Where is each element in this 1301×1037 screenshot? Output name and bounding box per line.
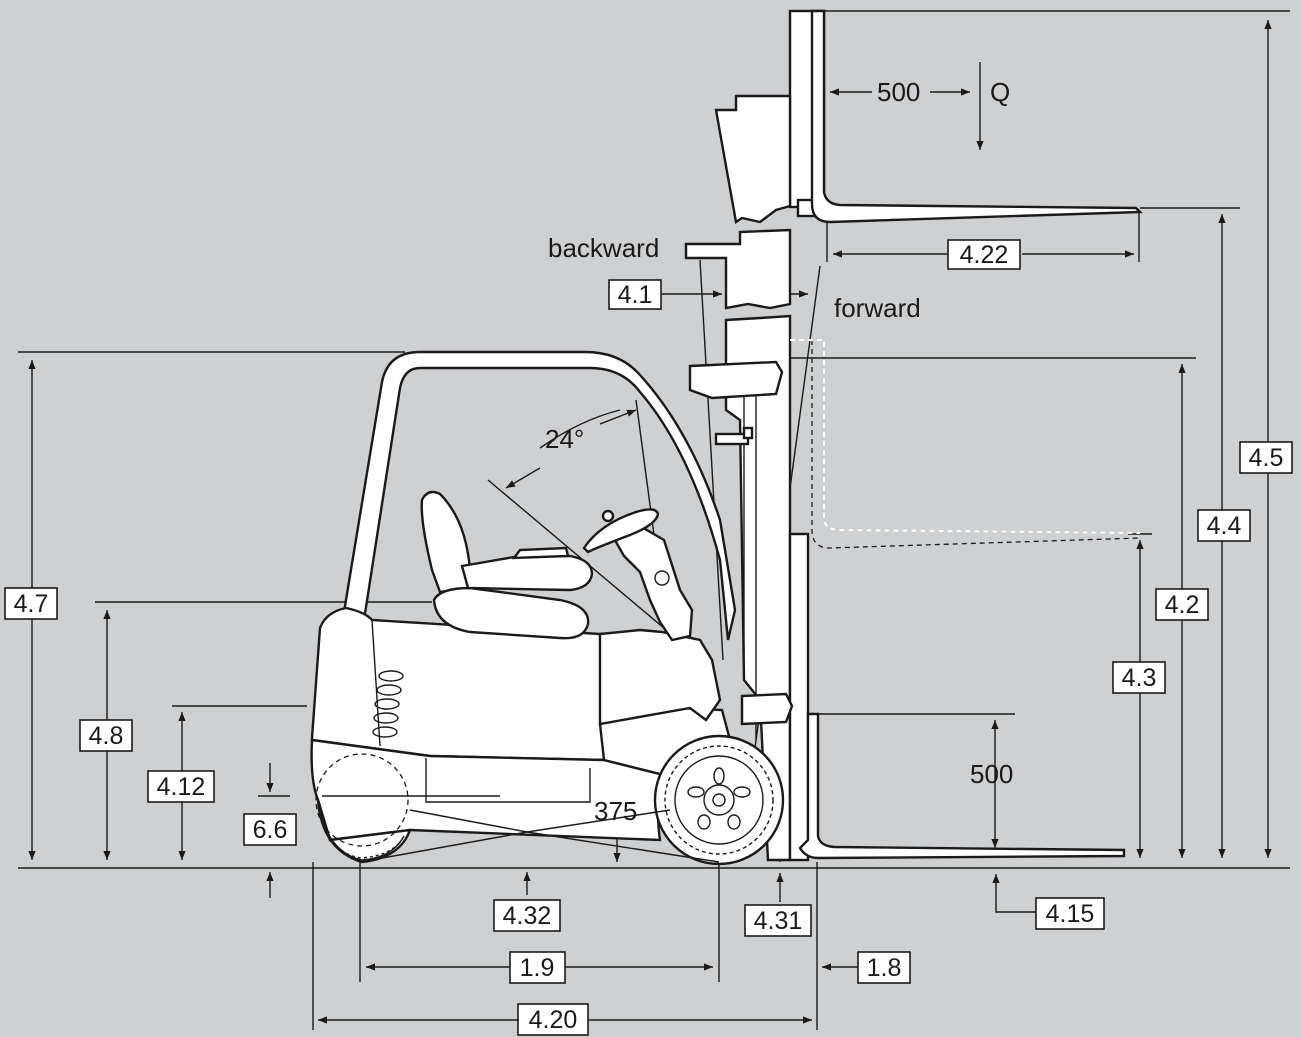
- svg-text:4.12: 4.12: [157, 773, 206, 801]
- front-wheel: [653, 734, 785, 866]
- box-4-22: 4.22: [947, 239, 1021, 270]
- box-4-2: 4.2: [1155, 588, 1209, 621]
- svg-text:4.1: 4.1: [618, 281, 653, 309]
- svg-text:4.2: 4.2: [1165, 591, 1200, 619]
- forward-label: forward: [834, 293, 921, 323]
- box-4-12: 4.12: [147, 770, 215, 803]
- load-distance-label: 500: [877, 77, 920, 107]
- svg-text:4.8: 4.8: [89, 722, 124, 750]
- box-4-4: 4.4: [1197, 509, 1251, 542]
- svg-text:4.31: 4.31: [754, 907, 803, 935]
- svg-text:4.15: 4.15: [1046, 900, 1095, 928]
- backward-label: backward: [548, 233, 659, 263]
- box-4-7: 4.7: [4, 587, 58, 620]
- box-1-9: 1.9: [509, 951, 566, 984]
- mast: [684, 9, 826, 862]
- svg-text:1.9: 1.9: [520, 954, 555, 982]
- clearance-lines: [359, 809, 720, 863]
- box-4-1: 4.1: [608, 279, 662, 310]
- svg-text:4.7: 4.7: [14, 590, 49, 618]
- box-6-6: 6.6: [243, 813, 297, 846]
- svg-text:4.22: 4.22: [960, 241, 1009, 269]
- box-4-3: 4.3: [1112, 661, 1166, 694]
- box-4-32: 4.32: [493, 899, 561, 932]
- tilt-angle-label: 24°: [545, 424, 584, 454]
- box-4-20: 4.20: [517, 1003, 589, 1036]
- raised-fork: [810, 9, 1143, 224]
- svg-text:4.32: 4.32: [503, 902, 552, 930]
- svg-text:4.20: 4.20: [529, 1006, 578, 1034]
- clearance-375-label: 375: [594, 796, 637, 826]
- box-4-15: 4.15: [1035, 897, 1105, 930]
- lowered-fork: [798, 712, 1126, 860]
- svg-text:1.8: 1.8: [867, 954, 902, 982]
- box-4-5: 4.5: [1239, 441, 1293, 474]
- mid-fork-dashed: [790, 339, 1141, 549]
- svg-text:4.4: 4.4: [1207, 512, 1242, 540]
- svg-text:4.5: 4.5: [1249, 444, 1284, 472]
- grille: [372, 670, 404, 738]
- forklift-body: [310, 350, 737, 842]
- box-1-8: 1.8: [857, 951, 911, 984]
- box-4-31: 4.31: [744, 904, 812, 937]
- load-symbol-label: Q: [990, 77, 1010, 107]
- lift-500-label: 500: [970, 759, 1013, 789]
- svg-text:4.3: 4.3: [1122, 664, 1157, 692]
- svg-text:6.6: 6.6: [253, 816, 288, 844]
- box-4-8: 4.8: [79, 719, 133, 752]
- extension-lines: [18, 10, 1290, 1030]
